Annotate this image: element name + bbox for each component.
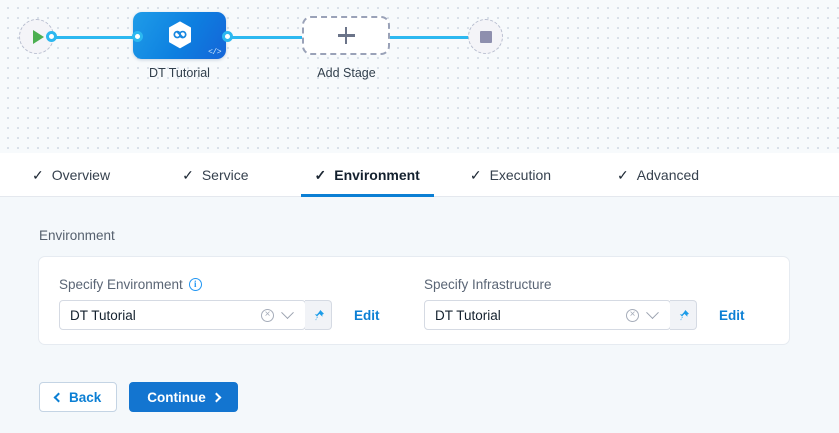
tab-label: Service (201, 166, 249, 183)
form-footer: Back Continue (39, 382, 238, 412)
environment-value: DT Tutorial (70, 307, 136, 323)
code-badge-icon: </> (208, 48, 221, 57)
environment-edit-link[interactable]: Edit (354, 307, 380, 323)
check-icon: ✓ (617, 166, 629, 183)
infrastructure-edit-link[interactable]: Edit (719, 307, 745, 323)
specify-infrastructure-row: DT Tutorial × Edit (424, 300, 745, 330)
clear-icon[interactable]: × (626, 308, 639, 322)
continue-button-label: Continue (147, 389, 206, 405)
connector-add-to-end (388, 36, 474, 39)
infrastructure-select[interactable]: DT Tutorial × (424, 300, 671, 330)
field-label-text: Specify Infrastructure (424, 276, 552, 292)
specify-infrastructure-group: Specify Infrastructure DT Tutorial × Edi… (424, 276, 745, 330)
pipeline-end-node[interactable] (468, 19, 503, 54)
specify-environment-row: DT Tutorial × Edit (59, 300, 380, 330)
connector-start-to-stage (44, 36, 140, 39)
pipeline-canvas[interactable]: </> DT Tutorial Add Stage (0, 0, 839, 153)
pin-icon (679, 309, 689, 320)
clear-icon[interactable]: × (261, 308, 274, 322)
tab-advanced[interactable]: ✓ Advanced (603, 153, 713, 196)
port-start-out[interactable] (46, 31, 57, 42)
chevron-down-icon[interactable] (281, 305, 294, 319)
environment-pin-button[interactable] (305, 300, 332, 330)
plus-icon (337, 27, 355, 44)
tab-overview[interactable]: ✓ Overview (18, 153, 124, 196)
port-stage-out[interactable] (222, 31, 233, 42)
harness-hexagon-icon (168, 20, 191, 48)
stage-tab-bar: ✓ Overview ✓ Service ✓ Environment ✓ Exe… (0, 153, 839, 197)
continue-button[interactable]: Continue (129, 382, 238, 412)
check-icon: ✓ (32, 166, 44, 183)
environment-select[interactable]: DT Tutorial × (59, 300, 306, 330)
info-icon[interactable]: i (188, 277, 202, 291)
port-stage-in[interactable] (132, 31, 143, 42)
back-button[interactable]: Back (39, 382, 118, 412)
tab-label: Overview (51, 166, 111, 183)
tab-label: Execution (489, 166, 552, 183)
tab-label: Advanced (636, 166, 700, 183)
stage-node-dt-tutorial[interactable]: </> (133, 12, 226, 59)
stop-icon (479, 30, 492, 43)
tab-service[interactable]: ✓ Service (168, 153, 262, 196)
environment-card: Specify Environment i DT Tutorial × Edit (38, 256, 790, 345)
pin-icon (314, 309, 324, 320)
infrastructure-value: DT Tutorial (435, 307, 501, 323)
connector-stage-to-add (228, 36, 304, 39)
field-label-text: Specify Environment (59, 276, 183, 292)
tab-label: Environment (334, 166, 420, 183)
stage-label: DT Tutorial (149, 66, 210, 80)
check-icon: ✓ (469, 166, 482, 183)
specify-infrastructure-label: Specify Infrastructure (424, 276, 745, 292)
tab-environment[interactable]: ✓ Environment (300, 153, 435, 197)
chevron-left-icon (53, 392, 64, 402)
section-title: Environment (39, 228, 115, 243)
environment-form-area: Environment Specify Environment i DT Tut… (0, 197, 839, 433)
add-stage-label: Add Stage (317, 66, 376, 80)
check-icon: ✓ (314, 166, 327, 183)
check-icon: ✓ (182, 166, 194, 183)
specify-environment-group: Specify Environment i DT Tutorial × Edit (59, 276, 380, 330)
chevron-down-icon[interactable] (646, 305, 659, 319)
chevron-right-icon (211, 392, 222, 402)
back-button-label: Back (69, 389, 102, 405)
infrastructure-pin-button[interactable] (670, 300, 697, 330)
play-icon (32, 29, 44, 44)
add-stage-button[interactable] (302, 16, 390, 55)
tab-execution[interactable]: ✓ Execution (456, 153, 565, 196)
specify-environment-label: Specify Environment i (59, 276, 380, 292)
